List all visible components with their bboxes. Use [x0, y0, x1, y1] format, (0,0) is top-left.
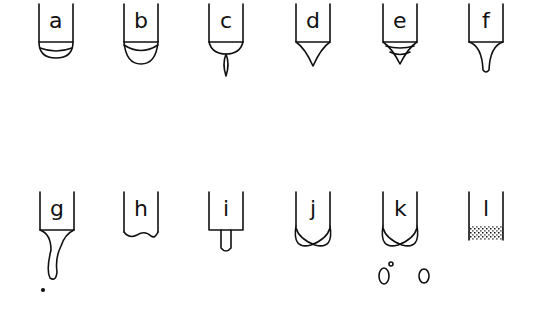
tube-letter: k [394, 197, 407, 221]
tube-l [469, 192, 503, 240]
tube-letter: e [393, 9, 407, 33]
tube-letter: a [49, 9, 62, 33]
tube-letter: l [483, 197, 489, 221]
tube-letter: j [310, 197, 316, 221]
tube-letter: i [223, 197, 229, 221]
tube-letter: h [134, 197, 148, 221]
tube-k [379, 192, 429, 284]
tube-letter: c [220, 9, 232, 33]
tube-i [209, 192, 243, 251]
tube-h [124, 192, 158, 237]
tube-letter: d [306, 9, 320, 33]
tube-j [295, 192, 330, 246]
tube-b [124, 4, 158, 64]
tube-letter: b [134, 9, 148, 33]
tube-letter: f [482, 9, 490, 33]
tube-g [40, 192, 74, 291]
tube-letter: g [50, 197, 64, 221]
tube-f [469, 4, 503, 72]
tube-e [383, 4, 417, 64]
tube-d [296, 4, 330, 66]
tube-a [39, 4, 73, 58]
tube-c [209, 4, 243, 76]
